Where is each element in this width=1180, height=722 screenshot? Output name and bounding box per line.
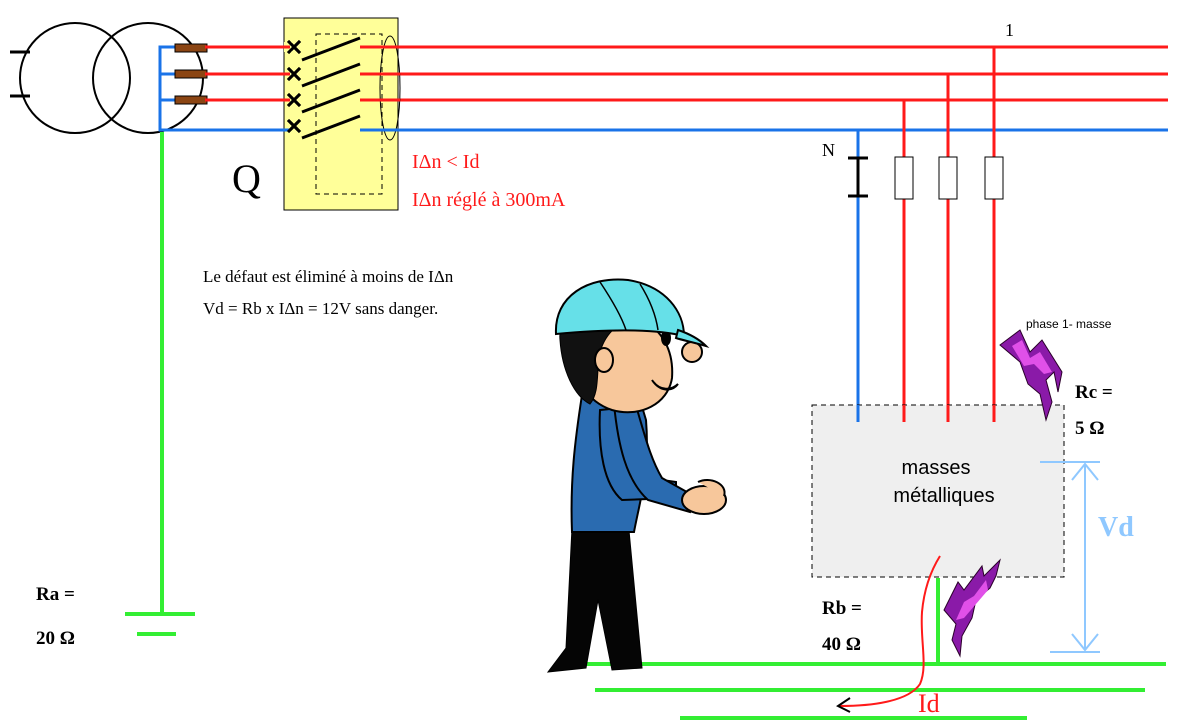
fuse-phase-1 xyxy=(984,156,1004,200)
idn-condition: IΔn < Id xyxy=(412,151,479,173)
transformer xyxy=(10,22,204,134)
idn-setting: IΔn réglé à 300mA xyxy=(412,189,566,211)
transformer-terminals xyxy=(174,43,208,105)
note-line1: Le défaut est éliminé à moins de IΔn xyxy=(203,267,454,286)
note-line2: Vd = Rb x IΔn = 12V sans danger. xyxy=(203,299,438,318)
neutral-link xyxy=(848,156,868,198)
neutral-conductor xyxy=(158,45,1168,132)
rc-label-line1: Rc = xyxy=(1075,382,1113,403)
fault-label: phase 1- masse xyxy=(1026,317,1112,331)
metal-masses-box xyxy=(811,404,1065,578)
load-drops xyxy=(856,47,996,422)
rb-label-line2: 40 Ω xyxy=(822,634,861,655)
breaker-label: Q xyxy=(232,156,261,201)
earth-ra xyxy=(125,132,195,636)
vd-label: Vd xyxy=(1098,512,1134,543)
phase-number-label: 1 xyxy=(1005,20,1014,40)
fuse-phase-3 xyxy=(894,156,914,200)
fault-lightning-rc xyxy=(999,329,1063,422)
id-label: Id xyxy=(918,689,940,718)
fuses xyxy=(894,156,1004,200)
ra-label-line2: 20 Ω xyxy=(36,628,75,649)
rb-label-line1: Rb = xyxy=(822,598,862,619)
earth-rb xyxy=(555,578,1166,720)
fault-current-path xyxy=(839,555,941,707)
worker-illustration xyxy=(546,278,727,673)
ra-label-line1: Ra = xyxy=(36,584,75,605)
neutral-label: N xyxy=(822,140,835,160)
masses-label-line1: masses xyxy=(902,457,971,479)
fault-lightning-rb xyxy=(943,558,1001,658)
fuse-phase-2 xyxy=(938,156,958,200)
rc-label-line2: 5 Ω xyxy=(1075,418,1104,439)
masses-label-line2: métalliques xyxy=(893,485,994,507)
vd-arrow xyxy=(1040,461,1100,653)
transformer-primary-coil xyxy=(19,22,131,134)
